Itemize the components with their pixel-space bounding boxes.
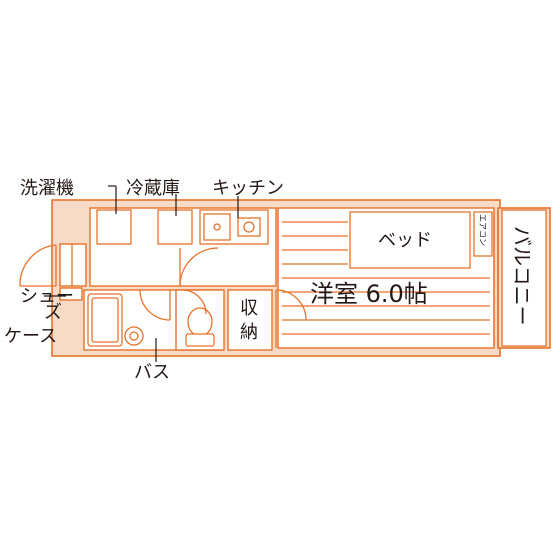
washer-label: 洗濯機 [20,178,74,199]
bed [349,211,471,269]
corridor-door [179,247,219,287]
aircon-label: エアコン [478,214,487,246]
burner-icon [243,221,255,233]
fridge-space [157,209,193,245]
leader-lines [44,185,239,362]
bath-door [139,289,171,321]
western-room-label: 洋室 6.0帖 [310,280,428,308]
storage-label-1: 収 [240,298,258,319]
shoe-case-label-3: ケース [4,326,57,347]
storage-closet [227,289,273,351]
aircon [473,211,493,257]
shoe-case-label-2: ズ [44,302,62,323]
balcony [501,209,547,347]
washer-space [96,209,132,245]
kitchen-label: キッチン [212,178,284,199]
bath-label: バス [134,362,170,383]
washbasin [124,326,144,346]
shoe-case-label-1: シュー [20,286,74,307]
sink-drain [213,223,221,231]
room-door [275,289,307,348]
balcony-label: バルコニー [510,226,534,326]
entrance [59,243,87,287]
kitchen-counter [199,209,269,245]
storage-label-2: 納 [240,322,258,343]
toilet [185,307,215,347]
front-door [19,244,57,287]
shoe-case [59,287,83,301]
balcony-window [493,210,499,346]
sink [203,213,231,241]
toilet-door [181,289,207,315]
flooring-lines [282,221,490,335]
bathtub [87,293,123,347]
bed-label: ベッド [378,230,432,251]
fridge-label: 冷蔵庫 [126,178,180,199]
stove-icon [237,217,261,237]
